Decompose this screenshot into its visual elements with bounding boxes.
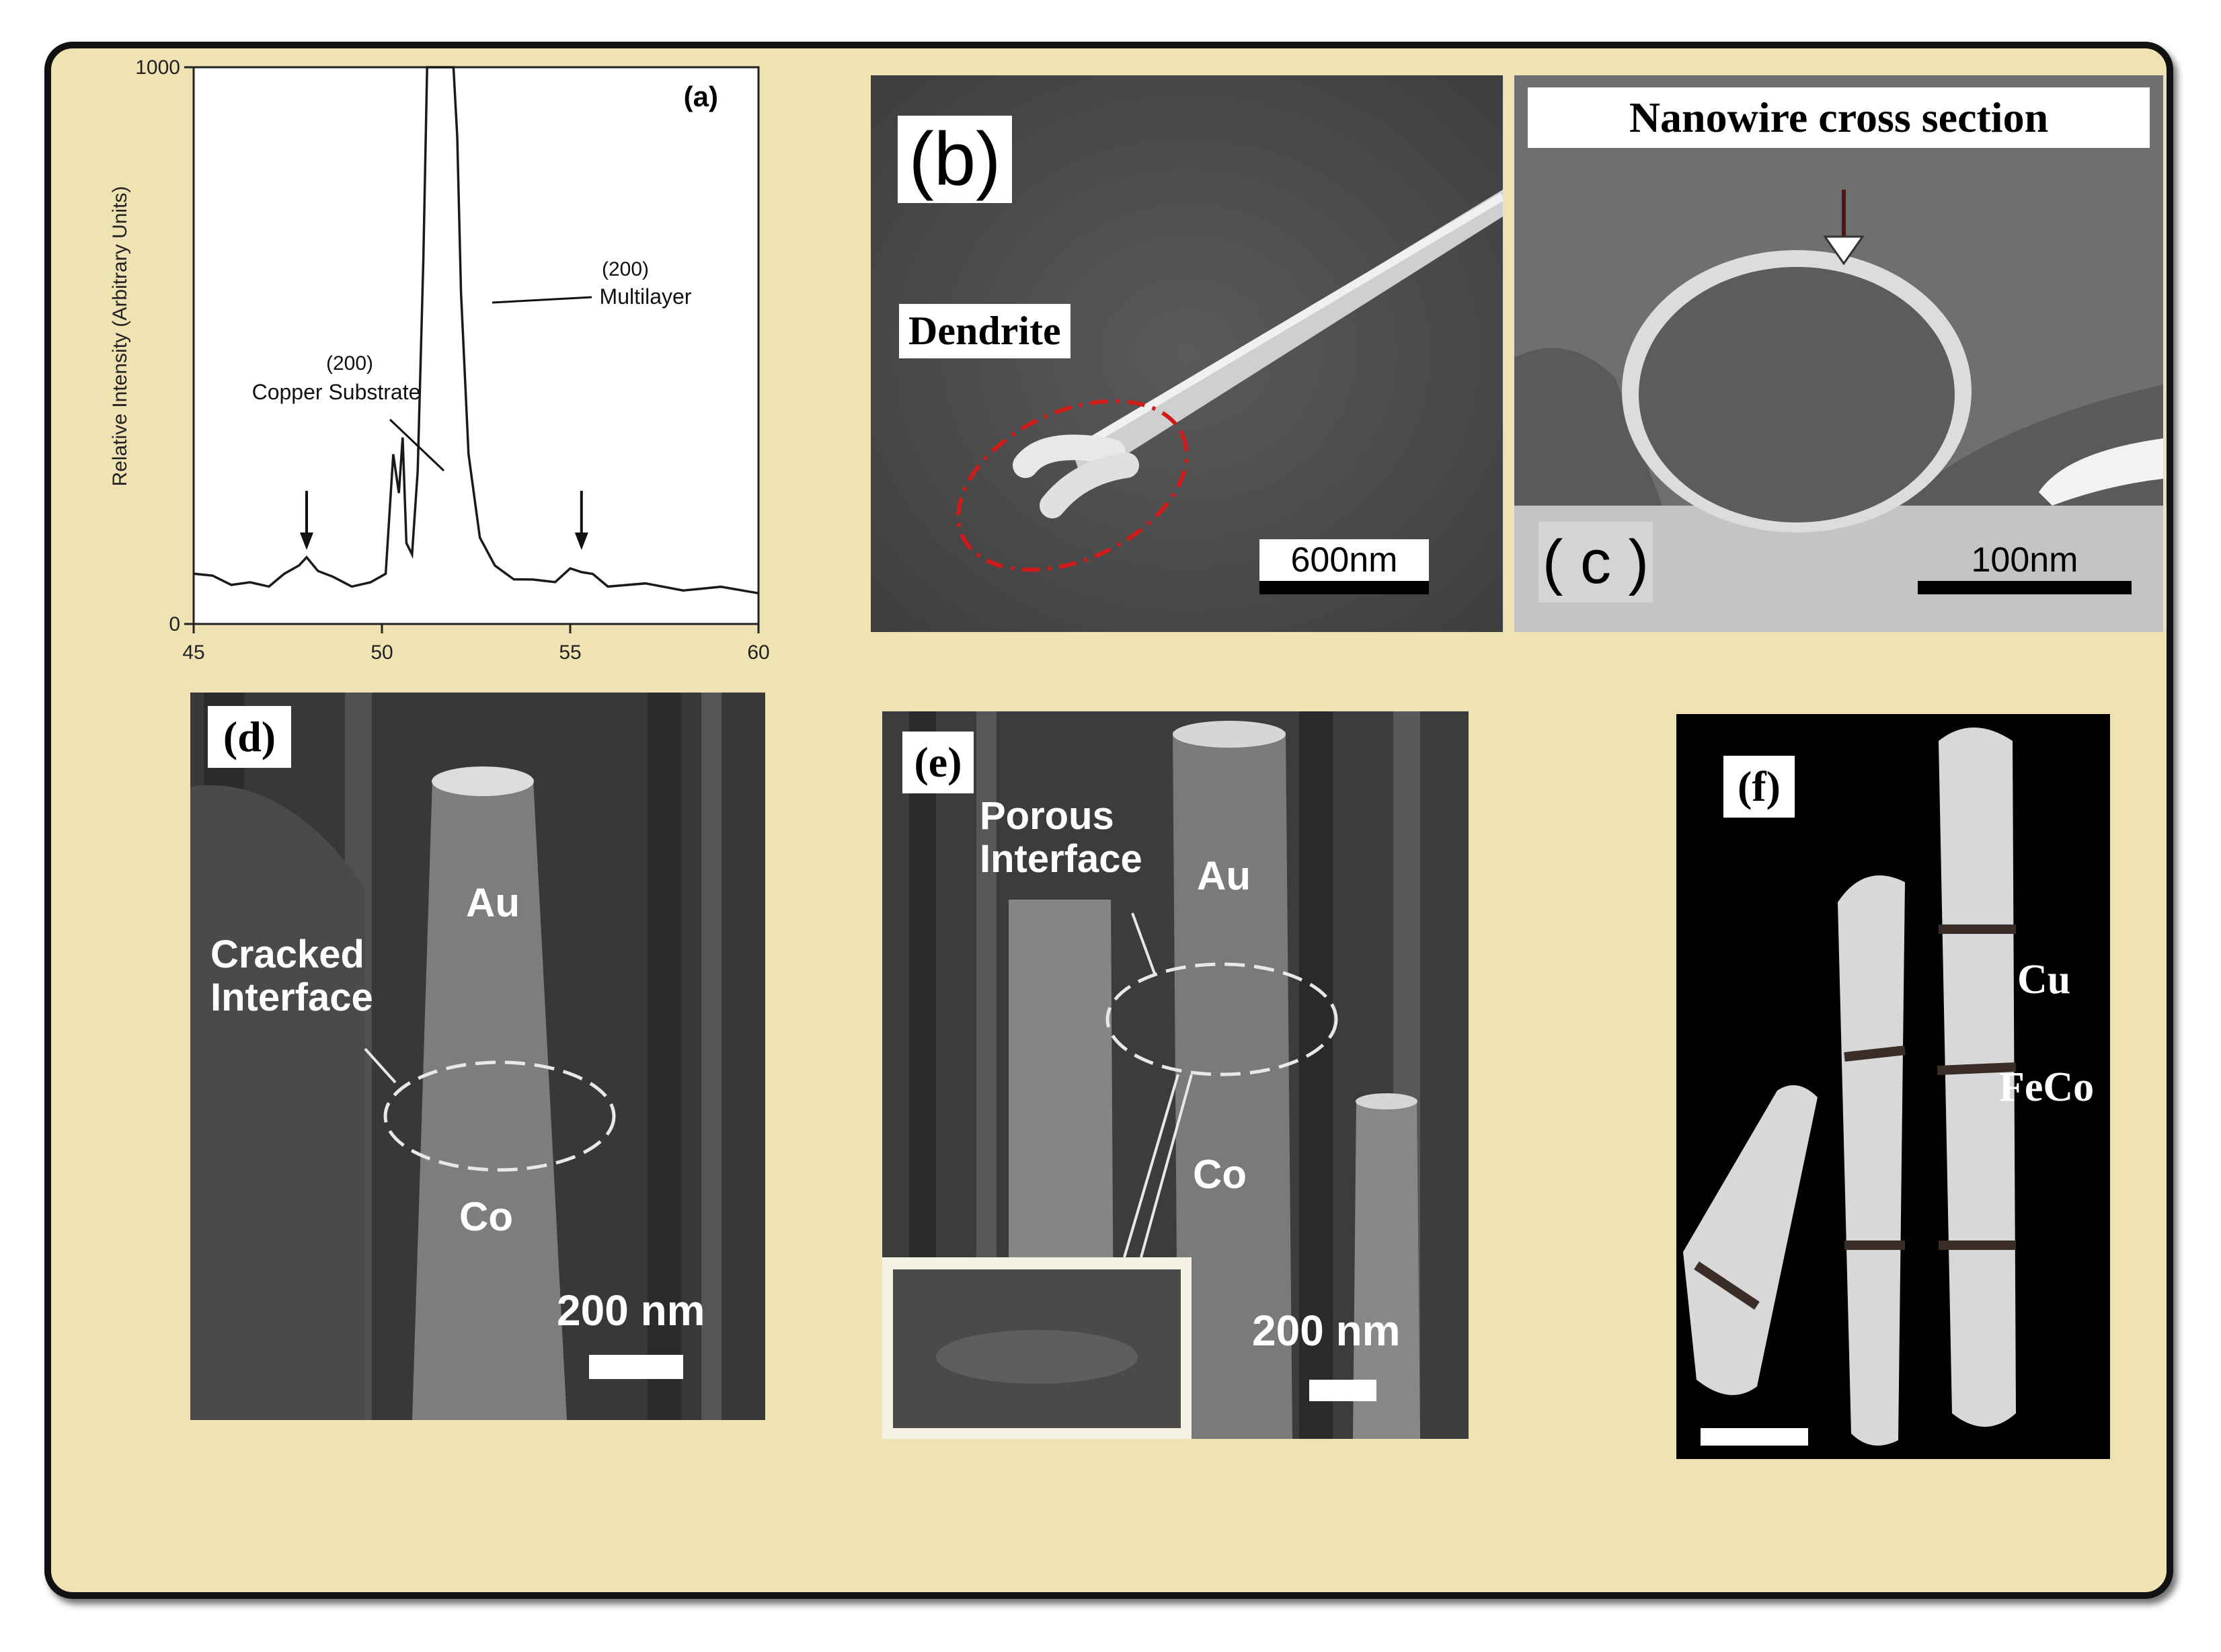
annotation-leader [492,296,592,304]
annotation-line: Copper Substrate [252,380,421,404]
au-segment-label: Au [1197,853,1251,898]
panel-f-image: (f) Cu FeCo [1676,714,2110,1459]
x-tick-label: 55 [559,641,581,664]
scale-bar-label: 100nm [1918,539,2132,581]
au-segment-label: Au [466,880,520,925]
annotation-line: (200) [602,258,649,280]
scale-bar-label: 200 nm [1252,1306,1401,1355]
note-line: Interface [210,976,373,1019]
cu-feco-micrograph [1676,714,2110,1459]
cu-segment-label: Cu [2017,957,2071,1002]
co-segment-label: Co [459,1194,513,1239]
panel-d-label: (d) [208,706,291,768]
cracked-interface-note: Cracked Interface [210,933,373,1019]
nanowire-segments [1683,727,2016,1446]
panel-b-label: (b) [898,116,1012,203]
chart-series [193,66,759,595]
x-tick-label: 50 [371,641,393,664]
panel-e-label: (e) [902,732,974,793]
nanowire-shape [1353,1101,1420,1439]
note-line: Cracked [210,933,364,976]
panel-c-label: ( c ) [1538,522,1653,602]
panel-b-image: (b) Dendrite 600nm [871,75,1503,632]
dendrite-callout: Dendrite [899,304,1070,358]
au-co-porous-micrograph [882,711,1469,1439]
scale-bar-label: 200 nm [557,1286,705,1335]
panel-e-image: (e) Porous Interface Au Co 200 nm [882,711,1469,1439]
panel-c-image: Nanowire cross section ( c ) 100nm [1514,75,2163,632]
dendrite-highlight-ellipse [956,399,1189,572]
annotation-line: Multilayer [600,284,692,309]
y-axis-label: Relative Intensity (Arbitrary Units) [109,186,131,487]
feco-segment-label: FeCo [1999,1064,2095,1110]
au-co-cracked-micrograph [190,693,765,1420]
axis-ticks: 45 50 55 60 0 1000 [135,56,769,664]
panel-f-label: (f) [1723,756,1795,818]
cross-section-callout: Nanowire cross section [1528,87,2150,148]
xrd-chart: Relative Intensity (Arbitrary Units) 45 5… [109,56,770,664]
interface-bands [1694,925,2017,1310]
panel-d-image: (d) Au Co Cracked Interface 200 nm [190,693,765,1420]
co-segment-label: Co [1193,1152,1247,1197]
arrow-down-icon [574,533,588,550]
plot-area [192,66,760,625]
y-tick-label: 1000 [135,56,180,79]
annotation-line: (200) [326,352,373,375]
interface-highlight-ellipse [1105,962,1338,1076]
interface-highlight-ellipse [383,1060,616,1172]
y-tick-label: 0 [169,613,180,635]
chart-annotations: (200) Multilayer (200) Copper Substrate [252,258,692,550]
arrow-down-icon [300,533,313,550]
nanowire-shape [412,780,567,1420]
nanowire-shape [1173,732,1292,1439]
note-line: Interface [980,837,1142,881]
panel-a-chart: Relative Intensity (Arbitrary Units) 45 5… [94,54,807,686]
xrd-pattern-line [193,66,759,595]
scale-bar-label: 600nm [1259,539,1429,581]
x-tick-label: 60 [747,641,769,664]
arrow-down-icon [1823,235,1865,266]
note-line: Porous [980,794,1114,838]
panel-a-label: (a) [684,81,718,112]
porous-interface-note: Porous Interface [980,795,1142,881]
annotation-leader [389,418,445,472]
x-tick-label: 45 [182,641,204,664]
